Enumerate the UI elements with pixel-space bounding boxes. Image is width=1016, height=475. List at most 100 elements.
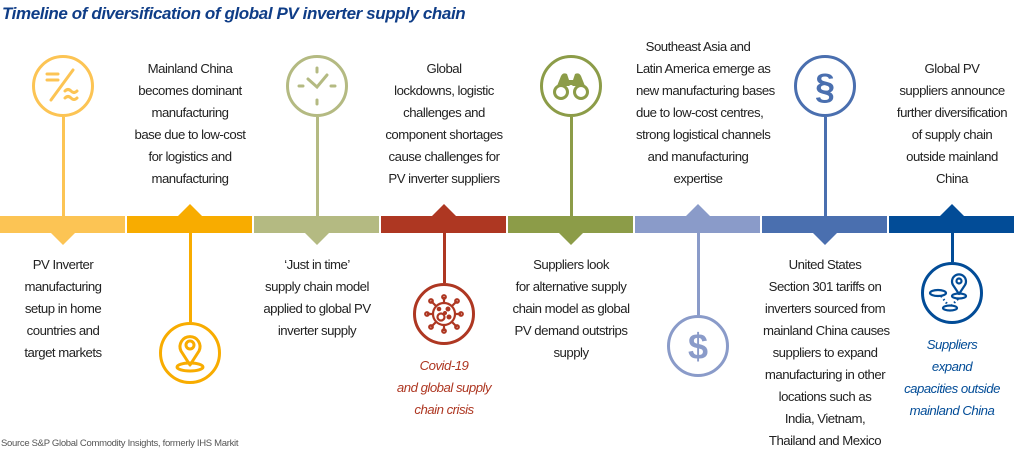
description-line: manufacturing bbox=[151, 105, 229, 120]
description-line: target markets bbox=[24, 345, 102, 360]
timeline-segment bbox=[0, 216, 125, 233]
connector-line bbox=[62, 117, 65, 216]
arrow-down-marker bbox=[559, 233, 583, 245]
description-line: further diversification bbox=[896, 105, 1008, 120]
description-line: becomes dominant bbox=[138, 83, 242, 98]
description-line: India, Vietnam, bbox=[784, 411, 866, 426]
connector-line bbox=[189, 233, 192, 322]
event-description: PV Inverter manufacturing setup in home cou… bbox=[1, 254, 125, 364]
description-line: Suppliers look bbox=[533, 257, 609, 272]
timeline-segment bbox=[254, 216, 379, 233]
description-line: United States bbox=[788, 257, 862, 272]
event-description: ‘Just in time’ supply chain model applied … bbox=[255, 254, 379, 342]
description-line: PV inverter suppliers bbox=[388, 171, 500, 186]
caption-line: capacities outside bbox=[904, 381, 1000, 396]
description-line: China bbox=[936, 171, 968, 186]
timeline-segment bbox=[127, 216, 252, 233]
connector-line bbox=[443, 233, 446, 283]
description-line: locations such as bbox=[778, 389, 872, 404]
description-line: base due to low-cost bbox=[134, 127, 246, 142]
caption-line: and global supply bbox=[396, 380, 492, 395]
event-description: Global lockdowns, logistic challenges and c… bbox=[382, 0, 506, 190]
timeline-segment bbox=[381, 216, 506, 233]
description-line: Latin America emerge as bbox=[636, 61, 771, 76]
icon-badge bbox=[413, 283, 475, 345]
caption-line: mainland China bbox=[909, 403, 995, 418]
description-line: component shortages bbox=[385, 127, 503, 142]
description-line: Southeast Asia and bbox=[645, 39, 751, 54]
description-line: for logistics and bbox=[148, 149, 232, 164]
caption-line: chain crisis bbox=[414, 402, 474, 417]
connector-line bbox=[697, 233, 700, 315]
icon-badge bbox=[32, 55, 94, 117]
description-line: Section 301 tariffs on bbox=[768, 279, 882, 294]
arrow-up-marker bbox=[178, 204, 202, 216]
description-line: countries and bbox=[26, 323, 100, 338]
clock-icon bbox=[297, 66, 337, 106]
svg-text:§: § bbox=[815, 66, 835, 107]
description-line: PV demand outstrips bbox=[514, 323, 628, 338]
description-line: challenges and bbox=[403, 105, 485, 120]
description-line: lockdowns, logistic bbox=[394, 83, 494, 98]
icon-badge bbox=[540, 55, 602, 117]
timeline-segment bbox=[889, 216, 1014, 233]
virus-icon bbox=[424, 294, 464, 334]
description-line: Global PV bbox=[924, 61, 980, 76]
location-pin-icon bbox=[170, 333, 210, 373]
map-route-icon bbox=[928, 273, 972, 313]
description-line: new manufacturing bases bbox=[636, 83, 775, 98]
description-line: ‘Just in time’ bbox=[284, 257, 350, 272]
description-line: due to low-cost centres, bbox=[636, 105, 764, 120]
description-line: manufacturing bbox=[24, 279, 102, 294]
connector-line bbox=[951, 233, 954, 262]
icon-badge bbox=[159, 322, 221, 384]
description-line: Thailand and Mexico bbox=[768, 433, 882, 448]
arrow-up-marker bbox=[940, 204, 964, 216]
source-note: Source S&P Global Commodity Insights, fo… bbox=[1, 438, 239, 449]
icon-badge: $ bbox=[667, 315, 729, 377]
description-line: and manufacturing bbox=[647, 149, 749, 164]
description-line: chain model as global bbox=[512, 301, 630, 316]
description-line: suppliers to expand bbox=[772, 345, 878, 360]
dollar-icon: $ bbox=[678, 326, 718, 367]
arrow-down-marker bbox=[51, 233, 75, 245]
description-line: mainland China causes bbox=[763, 323, 890, 338]
section-sign-icon: § bbox=[805, 66, 845, 107]
description-line: for alternative supply bbox=[515, 279, 627, 294]
description-line: cause challenges for bbox=[388, 149, 500, 164]
description-line: supply bbox=[553, 345, 589, 360]
chart-title: Timeline of diversification of global PV… bbox=[2, 4, 466, 23]
svg-text:$: $ bbox=[688, 326, 708, 367]
icon-badge: § bbox=[794, 55, 856, 117]
description-line: strong logistical channels bbox=[636, 127, 771, 142]
caption-line: Suppliers bbox=[926, 337, 978, 352]
arrow-down-marker bbox=[305, 233, 329, 245]
percent-sine-icon bbox=[43, 66, 83, 106]
description-line: expertise bbox=[673, 171, 723, 186]
timeline-segment bbox=[762, 216, 887, 233]
connector-line bbox=[570, 117, 573, 216]
description-line: Global bbox=[426, 61, 462, 76]
event-caption: Covid-19 and global supply chain crisis bbox=[382, 355, 506, 421]
arrow-down-marker bbox=[813, 233, 837, 245]
connector-line bbox=[316, 117, 319, 216]
description-line: PV Inverter bbox=[32, 257, 94, 272]
binoculars-icon bbox=[551, 66, 591, 106]
arrow-up-marker bbox=[686, 204, 710, 216]
caption-line: Covid-19 bbox=[419, 358, 469, 373]
timeline-segment bbox=[508, 216, 633, 233]
description-line: setup in home bbox=[24, 301, 102, 316]
description-line: supply chain model bbox=[265, 279, 369, 294]
event-caption: Suppliers expand capacities outside mainlan… bbox=[890, 334, 1014, 422]
description-line: outside mainland bbox=[906, 149, 998, 164]
icon-badge bbox=[286, 55, 348, 117]
icon-badge bbox=[921, 262, 983, 324]
description-line: suppliers announce bbox=[899, 83, 1005, 98]
caption-line: expand bbox=[931, 359, 973, 374]
arrow-up-marker bbox=[432, 204, 456, 216]
description-line: applied to global PV bbox=[263, 301, 371, 316]
description-line: inverters sourced from bbox=[764, 301, 886, 316]
event-description: Suppliers look for alternative supply chai… bbox=[509, 254, 633, 364]
